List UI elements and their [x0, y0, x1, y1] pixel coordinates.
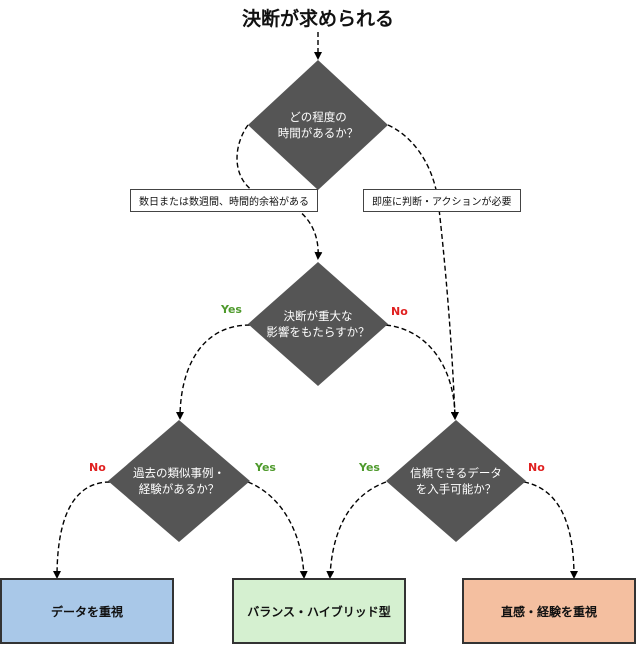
label-info-yes: Yes	[359, 461, 380, 474]
arrow-importance-to-info	[385, 324, 459, 420]
decision-importance: 決断が重大な 影響をもたらすか？	[248, 262, 388, 386]
arrow-info-to-intuition	[523, 481, 578, 579]
label-importance-yes: Yes	[221, 303, 242, 316]
arrow-time-to-info	[387, 124, 459, 420]
outcome-data: データを重視	[0, 578, 174, 644]
label-info-no: No	[528, 461, 545, 474]
note-days: 数日または数週間、時間的余裕がある	[130, 189, 318, 212]
arrow-precedent-to-data	[53, 481, 111, 579]
arrow-importance-to-precedent	[176, 324, 251, 420]
decision-time: どの程度の 時間があるか？	[248, 60, 388, 190]
decision-info: 信頼できるデータ を入手可能か？	[386, 420, 526, 542]
label-importance-no: No	[391, 305, 408, 318]
decision-info-label: 信頼できるデータ を入手可能か？	[410, 466, 502, 496]
decision-time-label: どの程度の 時間があるか？	[277, 110, 359, 140]
note-immediate: 即座に判断・アクションが必要	[363, 189, 521, 212]
label-precedent-no: No	[89, 461, 106, 474]
page-title: 決断が求められる	[241, 8, 394, 30]
arrow-info-to-balanced	[326, 481, 387, 579]
label-precedent-yes: Yes	[255, 461, 276, 474]
arrow-precedent-to-balanced	[247, 481, 308, 579]
decision-importance-label: 決断が重大な 影響をもたらすか？	[266, 309, 370, 339]
outcome-balanced: バランス・ハイブリッド型	[232, 578, 406, 644]
outcome-intuition: 直感・経験を重視	[462, 578, 636, 644]
decision-precedent-label: 過去の類似事例・ 経験があるか？	[133, 466, 225, 496]
decision-precedent: 過去の類似事例・ 経験があるか？	[108, 420, 250, 542]
